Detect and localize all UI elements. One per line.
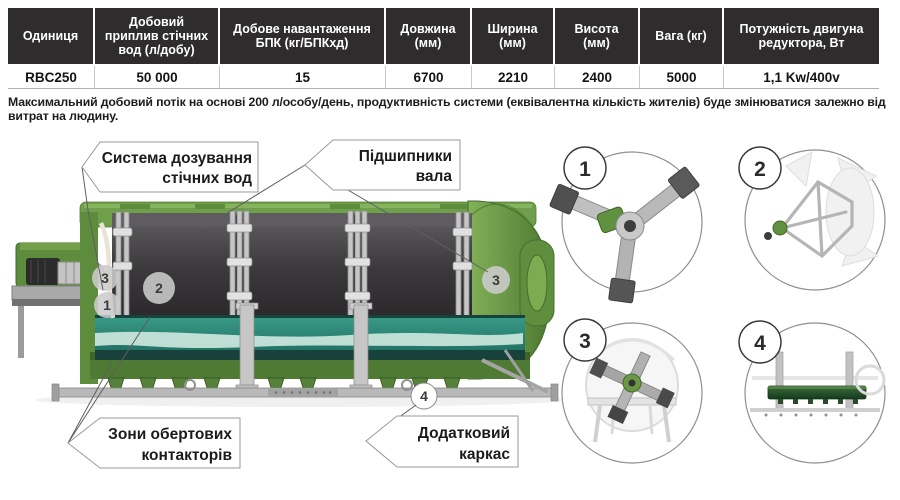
- spec-col-weight: Вага (кг) 5000: [640, 8, 724, 89]
- col-header-unit: Одиниця: [8, 8, 95, 64]
- callout-contactor-zones: Зони обертових контакторів: [67, 417, 241, 469]
- marker-3-left: 3: [92, 265, 118, 291]
- additional-frame-sketch: [750, 351, 886, 417]
- col-header-inflow: Добовий приплив стічних вод (л/добу): [95, 8, 220, 64]
- svg-text:каркас: каркас: [459, 446, 510, 463]
- spec-col-motor-power: Потужність двигуна редуктора, Вт 1,1 Kw/…: [724, 8, 879, 89]
- rbc-diagram: 3 1 2 3 4 Система дозування стічних вод …: [11, 139, 886, 469]
- dosing-rotor-sketch: [549, 166, 700, 304]
- detail-badge-3: 3: [579, 330, 591, 353]
- svg-text:Підшипники: Підшипники: [359, 148, 452, 165]
- svg-text:2: 2: [155, 280, 163, 296]
- spec-col-width: Ширина (мм) 2210: [472, 8, 555, 89]
- col-value-length: 6700: [386, 66, 472, 89]
- detail-view-4: 4: [738, 320, 886, 464]
- col-value-motor-power: 1,1 Kw/400v: [724, 66, 879, 89]
- callout-dosing-system: Система дозування стічних вод: [81, 141, 259, 193]
- col-header-width: Ширина (мм): [472, 8, 555, 64]
- col-value-height: 2400: [555, 66, 640, 89]
- callout-shaft-bearings: Підшипники вала: [304, 139, 461, 191]
- svg-text:Додатковий: Додатковий: [418, 425, 510, 442]
- flow-note: Максимальний добовий потік на основі 200…: [8, 95, 886, 123]
- marker-3-right: 3: [482, 266, 510, 294]
- col-header-bod-load: Добове навантаження БПК (кг/БПКхд): [220, 8, 386, 64]
- bearing-straps: [112, 210, 473, 332]
- col-value-unit: RBC250: [8, 66, 95, 89]
- col-header-motor-power: Потужність двигуна редуктора, Вт: [724, 8, 879, 64]
- detail-badge-1: 1: [579, 158, 591, 181]
- marker-4: 4: [410, 382, 438, 410]
- strap-joint-2: [344, 210, 371, 332]
- col-value-inflow: 50 000: [95, 66, 220, 89]
- spec-col-length: Довжина (мм) 6700: [386, 8, 472, 89]
- gear-motor: [26, 258, 60, 285]
- end-bearing-sketch: [585, 338, 679, 443]
- col-value-bod-load: 15: [220, 66, 386, 89]
- svg-text:1: 1: [103, 297, 111, 313]
- water-zone: [95, 222, 525, 360]
- marker-1: 1: [94, 292, 120, 318]
- col-value-weight: 5000: [640, 66, 724, 89]
- spec-table: Одиниця RBC250 Добовий приплив стічних в…: [8, 8, 893, 89]
- svg-text:контакторів: контакторів: [141, 447, 232, 464]
- spec-col-unit: Одиниця RBC250: [8, 8, 95, 89]
- callout-additional-frame: Додатковий каркас: [365, 415, 519, 468]
- svg-text:3: 3: [101, 270, 109, 286]
- col-header-weight: Вага (кг): [640, 8, 724, 64]
- spec-col-bod-load: Добове навантаження БПК (кг/БПКхд) 15: [220, 8, 386, 89]
- col-value-width: 2210: [472, 66, 555, 89]
- svg-text:стічних вод: стічних вод: [162, 170, 252, 187]
- rbc-machine-illustration: [11, 200, 559, 402]
- spec-col-inflow: Добовий приплив стічних вод (л/добу) 50 …: [95, 8, 220, 89]
- marker-2: 2: [143, 272, 175, 304]
- strap-joint-1: [226, 210, 253, 332]
- detail-view-1: 1: [549, 146, 703, 304]
- col-header-height: Висота (мм): [555, 8, 640, 64]
- detail-badge-4: 4: [754, 332, 766, 355]
- detail-view-2: 2: [738, 146, 886, 291]
- svg-text:Система дозування: Система дозування: [102, 150, 252, 167]
- svg-text:3: 3: [492, 272, 500, 288]
- spec-col-height: Висота (мм) 2400: [555, 8, 640, 89]
- svg-text:Зони обертових: Зони обертових: [108, 426, 232, 443]
- svg-text:вала: вала: [416, 168, 453, 185]
- svg-text:4: 4: [420, 388, 428, 404]
- support-frame: [51, 302, 559, 402]
- lifting-ring-right: [401, 379, 413, 391]
- detail-badge-2: 2: [754, 158, 766, 181]
- lifting-ring-left: [184, 379, 196, 391]
- detail-view-3: 3: [561, 318, 703, 464]
- col-header-length: Довжина (мм): [386, 8, 472, 64]
- bearing-truss-sketch: [764, 151, 880, 267]
